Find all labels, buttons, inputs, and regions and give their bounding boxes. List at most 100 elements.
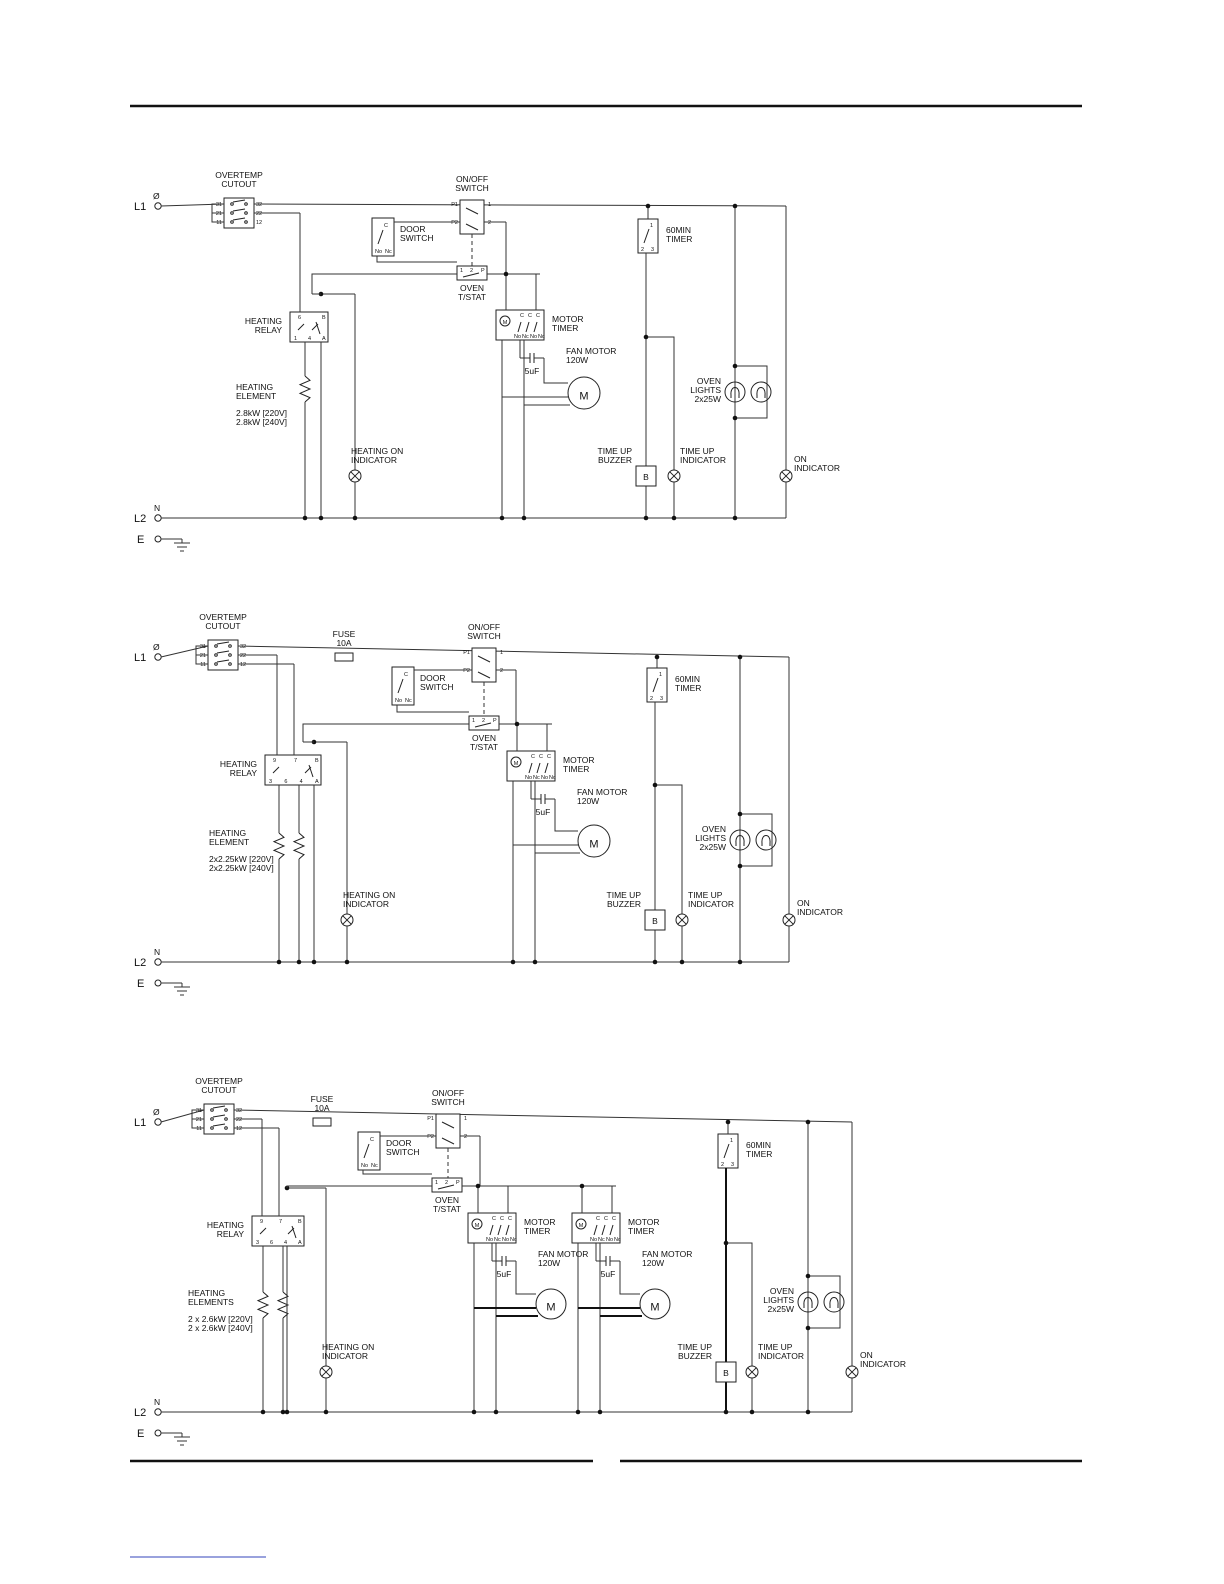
- timer-pin: C: [539, 754, 543, 760]
- tstat-pin: P: [456, 1180, 460, 1186]
- rail-label-l1: L1: [134, 652, 146, 664]
- rail-label-earth: E: [137, 1428, 144, 1440]
- cutout-pin: 32: [240, 644, 246, 650]
- earth-ground-icon: [154, 535, 190, 552]
- door-pin: No: [361, 1163, 368, 1169]
- cutout-pin: 32: [236, 1108, 242, 1114]
- timer-pin: No: [486, 1237, 493, 1243]
- timer-pin: Nc: [522, 334, 529, 340]
- time-up-lamp-icon: [675, 913, 689, 927]
- relay-pin: 4: [308, 336, 311, 342]
- timer-pin: No: [590, 1237, 597, 1243]
- timer-pin: C: [492, 1216, 496, 1222]
- door-pin: Nc: [405, 698, 412, 704]
- cutout-pin: 21: [216, 211, 222, 217]
- timer60-pin: 1: [659, 672, 662, 678]
- door-pin: C: [404, 672, 408, 678]
- relay-pin: 6: [298, 315, 301, 321]
- page-frame: [130, 104, 1082, 1558]
- switch-pin: 1: [488, 202, 491, 208]
- relay-pin: B: [298, 1219, 302, 1225]
- fan-motor-letter: M: [579, 391, 588, 403]
- cutout-pin: 11: [196, 1126, 202, 1132]
- relay-pin: 7: [294, 758, 297, 764]
- door-pin: Nc: [385, 249, 392, 255]
- relay-pin: A: [322, 336, 326, 342]
- fan-motor-icon: M: [577, 824, 611, 858]
- heating-on-lamp-icon: [348, 469, 362, 483]
- overtemp-cutout-box: [223, 197, 255, 229]
- timer-pin: Nc: [510, 1237, 517, 1243]
- heating-relay-box: [289, 311, 329, 343]
- on-lamp-icon: [782, 913, 796, 927]
- heating-element-resistor-icon: [292, 832, 306, 860]
- timer-pin: No: [514, 334, 521, 340]
- rail-label-l2: L2: [134, 957, 146, 969]
- tstat-pin: 2: [482, 718, 485, 724]
- timer-pin: Nc: [533, 775, 540, 781]
- relay-pin: B: [322, 315, 326, 321]
- tstat-pin: 1: [435, 1180, 438, 1186]
- capacitor-label: 5uF: [525, 366, 540, 376]
- capacitor-label: 5uF: [536, 807, 551, 817]
- oven-light-icon: [755, 829, 777, 851]
- fuse-body: [312, 1117, 332, 1127]
- relay-pin: 3: [256, 1240, 259, 1246]
- capacitor-label: 5uF: [601, 1269, 616, 1279]
- cutout-pin: 11: [200, 662, 206, 668]
- relay-pin: A: [315, 779, 319, 785]
- timer-pin: No: [502, 1237, 509, 1243]
- buzzer-box: [644, 909, 666, 931]
- timer60-pin: 3: [660, 696, 663, 702]
- fuse-body: [334, 652, 354, 662]
- rail-label-l1: L1: [134, 1117, 146, 1129]
- oven-light-icon: [750, 381, 772, 403]
- timer60-pin: 3: [651, 247, 654, 253]
- tstat-pin: 2: [445, 1180, 448, 1186]
- switch-pin: 1: [464, 1116, 467, 1122]
- phase-mark: Ø: [153, 1107, 160, 1117]
- switch-pin: P1: [463, 650, 470, 656]
- cutout-pin: 12: [236, 1126, 242, 1132]
- relay-pin: 4: [284, 1240, 287, 1246]
- neutral-mark: N: [154, 947, 160, 957]
- timer-pin: Nc: [549, 775, 556, 781]
- door-pin: C: [384, 223, 388, 229]
- heating-on-lamp-icon: [340, 913, 354, 927]
